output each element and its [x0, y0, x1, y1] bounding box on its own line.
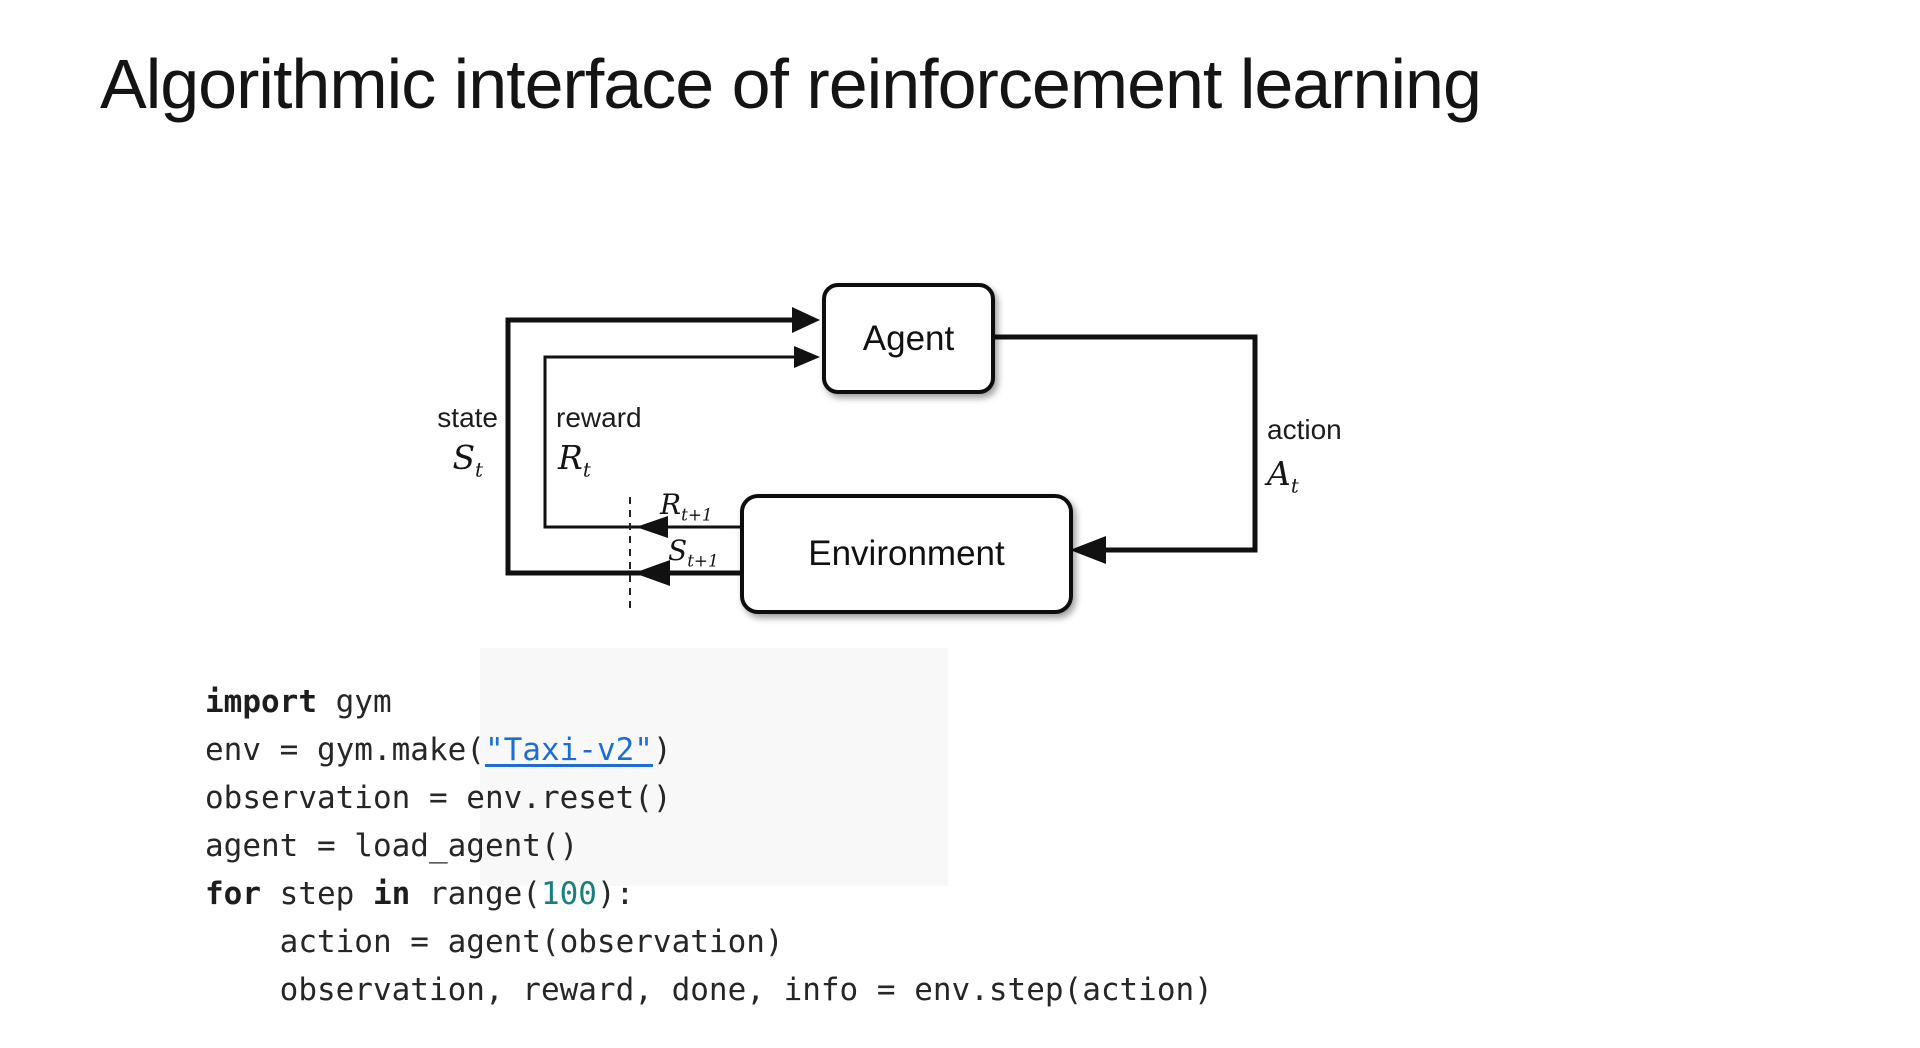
reward-symbol: Rt	[558, 438, 591, 482]
action-symbol: At	[1267, 454, 1299, 498]
code-token: observation = env.reset()	[205, 780, 672, 816]
code-token: step	[261, 876, 373, 912]
agent-box: Agent	[822, 283, 995, 394]
reward-label: reward	[556, 402, 642, 433]
arrowhead-next-state-icon	[634, 560, 670, 586]
code-line: import gym	[205, 678, 1213, 726]
state-label: state	[437, 402, 498, 433]
code-token: observation, reward, done, info = env.st…	[205, 972, 1213, 1008]
arrowhead-action-into-environment-icon	[1070, 536, 1106, 564]
code-token: env = gym.make(	[205, 732, 485, 768]
action-label: action	[1267, 414, 1342, 445]
next-state-symbol: St+1	[668, 534, 719, 571]
code-token: for	[205, 876, 261, 912]
code-token: 100	[540, 876, 597, 912]
taxi-v2-link[interactable]: "Taxi-v2"	[484, 732, 653, 768]
code-token: agent = load_agent()	[205, 828, 579, 864]
next-reward-symbol: Rt+1	[660, 488, 713, 525]
arrowhead-reward-into-agent-icon	[794, 346, 820, 368]
code-line: agent = load_agent()	[205, 822, 1213, 870]
code-line: observation = env.reset()	[205, 774, 1213, 822]
code-token: in	[372, 876, 411, 912]
code-token: gym	[316, 684, 392, 720]
code-token: )	[652, 732, 672, 768]
state-symbol: St	[452, 438, 483, 482]
environment-box: Environment	[740, 494, 1073, 614]
code-line: action = agent(observation)	[205, 918, 1213, 966]
code-token: action = agent(observation)	[205, 924, 784, 960]
page-title: Algorithmic interface of reinforcement l…	[100, 45, 1482, 123]
code-line: env = gym.make("Taxi-v2")	[205, 726, 1213, 774]
environment-label: Environment	[808, 534, 1005, 573]
code-token: ):	[596, 876, 635, 912]
agent-label: Agent	[862, 318, 955, 358]
code-line: observation, reward, done, info = env.st…	[205, 966, 1213, 1014]
code-token: import	[205, 684, 317, 720]
code-line: for step in range(100):	[205, 870, 1213, 918]
arrowhead-state-into-agent-icon	[792, 307, 820, 333]
code-token: range(	[410, 876, 541, 912]
